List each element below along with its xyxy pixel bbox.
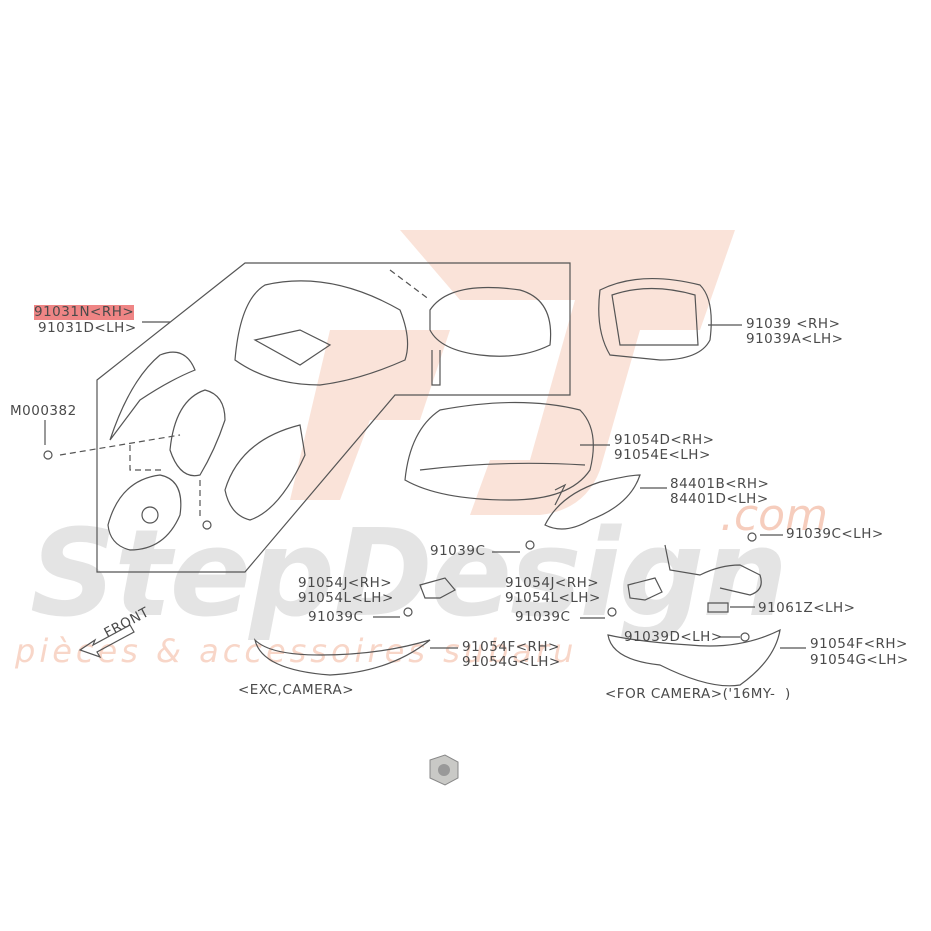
part-label-91054J-rh[interactable]: 91054J<RH>: [298, 575, 393, 591]
part-label-91054D-rh[interactable]: 91054D<RH>: [614, 432, 715, 448]
part-label-91039A-lh[interactable]: 91039A<LH>: [746, 331, 844, 347]
part-label-91039C-lh[interactable]: 91039C<LH>: [786, 526, 884, 542]
part-label-91039C[interactable]: 91039C: [430, 543, 486, 559]
part-label-84401B-rh[interactable]: 84401B<RH>: [670, 476, 770, 492]
part-label-91054L-lh[interactable]: 91054L<LH>: [298, 590, 394, 606]
part-label-91054F-rh[interactable]: 91054F<RH>: [810, 636, 908, 652]
part-label-91061Z-lh[interactable]: 91061Z<LH>: [758, 600, 856, 616]
part-label-91054G-lh[interactable]: 91054G<LH>: [810, 652, 909, 668]
part-label-91054E-lh[interactable]: 91054E<LH>: [614, 447, 711, 463]
part-label-91039-rh[interactable]: 91039 <RH>: [746, 316, 841, 332]
part-label-91031N-rh[interactable]: 91031N<RH>: [34, 304, 135, 320]
part-label-91039C[interactable]: 91039C: [308, 609, 364, 625]
variant-note-for-camera: <FOR CAMERA>('16MY- ): [605, 686, 791, 702]
part-label-91054G-lh[interactable]: 91054G<LH>: [462, 654, 561, 670]
assembly-frame: [96, 262, 571, 573]
part-label-84401D-lh[interactable]: 84401D<LH>: [670, 491, 769, 507]
watermark-domain: .com: [720, 490, 828, 541]
watermark-brand: StepDesign: [30, 505, 788, 644]
watermark-tagline: pièces & accessoires subaru: [15, 632, 578, 670]
part-label-91039C[interactable]: 91039C: [515, 609, 571, 625]
part-label-91054L-lh[interactable]: 91054L<LH>: [505, 590, 601, 606]
part-label-M000382[interactable]: M000382: [10, 403, 77, 419]
part-label-91031D-lh[interactable]: 91031D<LH>: [38, 320, 137, 336]
part-label-91054J-rh[interactable]: 91054J<RH>: [505, 575, 600, 591]
part-label-91039D-lh[interactable]: 91039D<LH>: [624, 629, 723, 645]
part-label-91054F-rh[interactable]: 91054F<RH>: [462, 639, 560, 655]
variant-note-exc-camera: <EXC,CAMERA>: [238, 682, 355, 698]
